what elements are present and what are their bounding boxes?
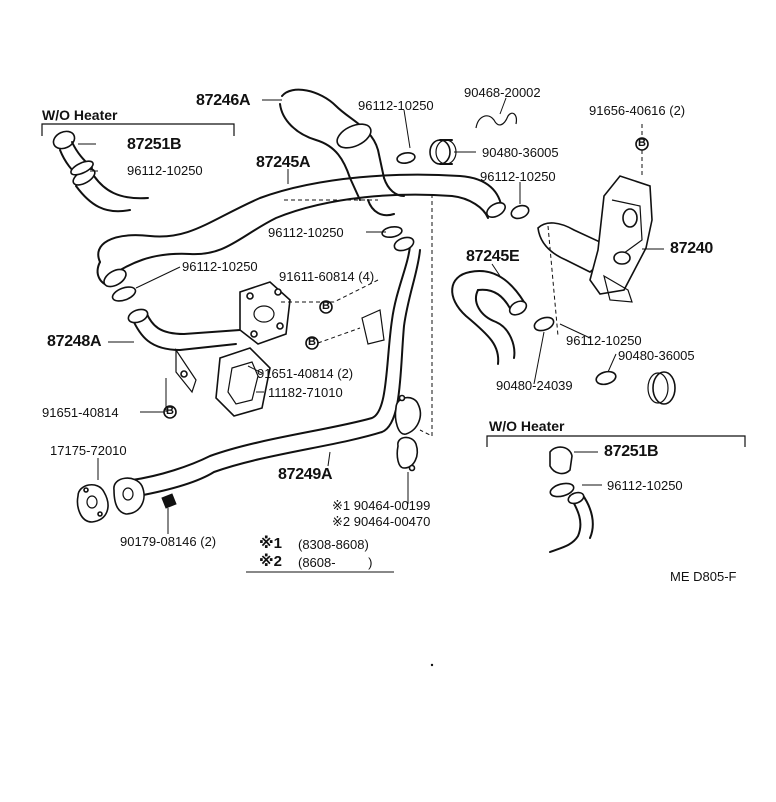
flange-plate bbox=[239, 281, 291, 345]
pipe-87249A bbox=[131, 236, 421, 497]
part-91651-40814-a: 91651-40814 (2) bbox=[257, 366, 354, 381]
clamp-icons bbox=[70, 152, 617, 498]
pipe-87245A bbox=[96, 173, 506, 288]
wo-heater-bracket-top bbox=[41, 123, 235, 136]
hose-87251B-bottom bbox=[549, 446, 594, 553]
plug-90480-36005-top bbox=[429, 139, 457, 165]
part-17175-72010: 17175-72010 bbox=[50, 443, 127, 458]
wire-90468-20002 bbox=[475, 112, 517, 129]
part-90480-24039: 90480-24039 bbox=[496, 378, 573, 393]
part-90480-36005-a: 90480-36005 bbox=[482, 145, 559, 160]
water-outlet-87240 bbox=[537, 175, 653, 303]
part-96112-10250-e: 96112-10250 bbox=[182, 259, 258, 274]
gasket-17175-72010 bbox=[76, 484, 109, 523]
part-87249A: 87249A bbox=[278, 466, 333, 483]
hose-87245E bbox=[451, 270, 528, 365]
bolt-marker-1: B bbox=[638, 137, 646, 149]
part-91611-60814: 91611-60814 (4) bbox=[279, 269, 375, 284]
part-87251B-bottom: 87251B bbox=[604, 443, 659, 460]
part-91651-40814-b: 91651-40814 bbox=[42, 405, 119, 420]
part-96112-10250-d: 96112-10250 bbox=[268, 225, 344, 240]
part-96112-10250-b: 96112-10250 bbox=[127, 163, 203, 178]
part-96112-10250-f: 96112-10250 bbox=[566, 333, 642, 348]
leader-lines bbox=[78, 97, 664, 573]
part-96112-10250-c: 96112-10250 bbox=[480, 169, 556, 184]
part-87240: 87240 bbox=[670, 240, 713, 257]
part-91656-40616: 91656-40616 (2) bbox=[589, 103, 686, 118]
legend-mark-1: ※1 bbox=[259, 535, 282, 552]
stray-mark bbox=[430, 663, 434, 667]
section-wo-heater-bottom: W/O Heater bbox=[489, 418, 565, 434]
part-87251B-top: 87251B bbox=[127, 136, 182, 153]
bolt-marker-2: B bbox=[322, 300, 330, 312]
part-90179-08146: 90179-08146 (2) bbox=[120, 534, 217, 549]
wo-heater-bracket-bottom bbox=[486, 435, 746, 447]
bolt-marker-4: B bbox=[166, 405, 174, 417]
hose-87251B-top bbox=[52, 130, 149, 213]
legend-mark-2: ※2 bbox=[259, 553, 282, 570]
part-96112-10250-g: 96112-10250 bbox=[607, 478, 683, 493]
plug-90480-36005-right bbox=[647, 371, 676, 405]
part-87245A: 87245A bbox=[256, 154, 311, 171]
legend-range-1: (8308-8608) bbox=[298, 537, 369, 552]
part-90464-00470: ※2 90464-00470 bbox=[332, 514, 431, 529]
part-90480-36005-b: 90480-36005 bbox=[618, 348, 695, 363]
gasket-11182-71010 bbox=[215, 347, 271, 417]
part-87248A: 87248A bbox=[47, 333, 102, 350]
part-87245E: 87245E bbox=[466, 248, 520, 265]
part-96112-10250-a: 96112-10250 bbox=[358, 98, 434, 113]
pipe-end-flange bbox=[113, 477, 177, 515]
gaskets-90464 bbox=[394, 394, 422, 472]
part-11182-71010: 11182-71010 bbox=[268, 385, 343, 400]
legend-range-2: (8608- ) bbox=[298, 555, 373, 570]
part-90468-20002: 90468-20002 bbox=[464, 85, 541, 100]
bolt-marker-3: B bbox=[308, 336, 316, 348]
part-90464-00199: ※1 90464-00199 bbox=[332, 498, 431, 513]
diagram-code: ME D805-F bbox=[670, 569, 737, 584]
pipe-87248A bbox=[127, 308, 241, 394]
part-87246A: 87246A bbox=[196, 92, 251, 109]
section-wo-heater-top: W/O Heater bbox=[42, 107, 118, 123]
hose-87246A bbox=[279, 88, 405, 217]
